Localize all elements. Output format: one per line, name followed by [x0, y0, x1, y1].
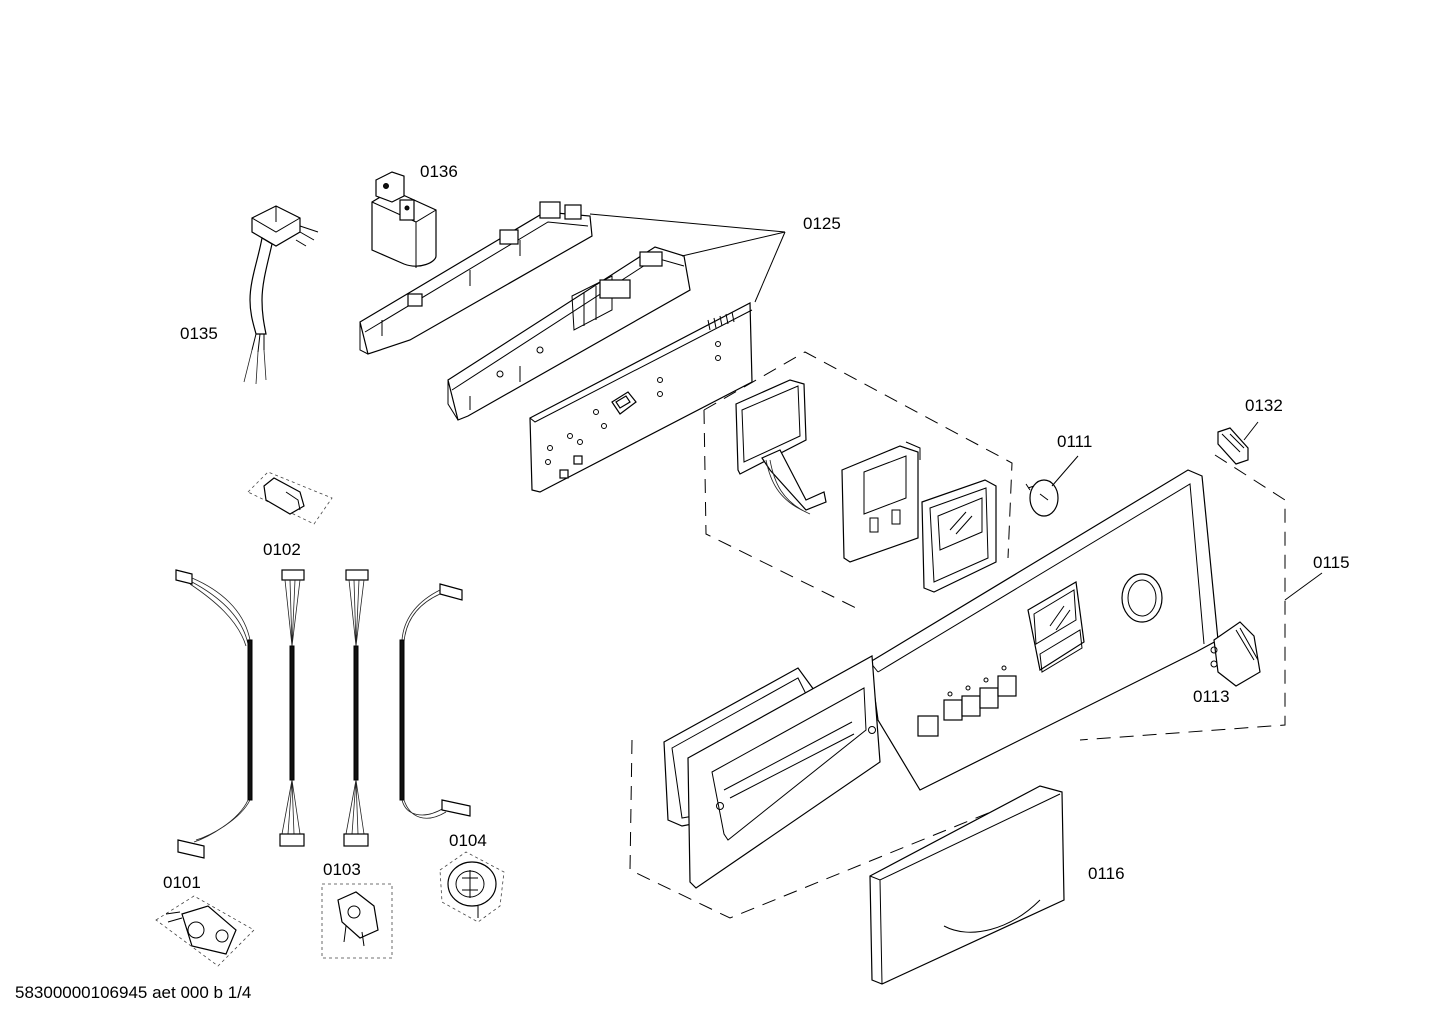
document-footer-code: 58300000106945 aet 000 b 1/4	[15, 983, 251, 1002]
part-0136-filter[interactable]	[371, 171, 437, 268]
part-0115-fascia-panel[interactable]	[869, 469, 1219, 791]
part-0102-wire-harness-3[interactable]	[343, 569, 369, 847]
part-0125-control-pcb[interactable]	[529, 302, 753, 493]
part-0125-module-rail[interactable]	[359, 201, 593, 355]
part-0104-pressure-switch[interactable]	[447, 861, 497, 918]
part-sensor-small[interactable]	[263, 477, 305, 515]
part-drawer-housing[interactable]	[687, 655, 881, 889]
fascia-group-outline	[629, 454, 1286, 919]
part-0102-wire-harness-4[interactable]	[399, 583, 471, 819]
label-0132: 0132	[1245, 396, 1283, 415]
sensor-group-outline	[247, 471, 333, 525]
label-0136: 0136	[420, 162, 458, 181]
leader-0125-a	[589, 213, 786, 233]
leader-0132	[1243, 421, 1259, 441]
label-0116: 0116	[1088, 864, 1125, 883]
part-0132-clip[interactable]	[1217, 427, 1249, 465]
leader-0111	[1051, 455, 1079, 487]
label-0101: 0101	[163, 873, 201, 892]
label-0125: 0125	[803, 214, 841, 233]
part-0104-outline	[439, 851, 505, 923]
label-0115: 0115	[1313, 553, 1350, 572]
leader-0115	[1284, 572, 1323, 601]
label-0102: 0102	[263, 540, 301, 559]
label-0113: 0113	[1193, 687, 1230, 706]
leader-0125-c	[754, 231, 786, 303]
part-display-module[interactable]	[735, 379, 827, 515]
label-0111: 0111	[1057, 432, 1092, 451]
part-0111-knob-bush[interactable]	[1025, 479, 1059, 517]
label-0104: 0104	[449, 831, 487, 850]
part-display-window[interactable]	[921, 479, 997, 593]
part-0103-valve[interactable]	[337, 891, 379, 947]
part-0102-wire-harness-1[interactable]	[175, 569, 253, 859]
label-0135: 0135	[180, 324, 218, 343]
part-0113-program-knob[interactable]	[1210, 621, 1261, 687]
part-0125-module-carrier[interactable]	[447, 246, 691, 421]
leader-0125-b	[681, 231, 786, 257]
part-0101-drain-pump[interactable]	[165, 905, 237, 955]
part-display-frame[interactable]	[841, 441, 921, 563]
part-0135-power-cord[interactable]	[243, 205, 319, 385]
part-0116-drawer-handle[interactable]	[869, 785, 1065, 985]
part-0102-wire-harness-2[interactable]	[279, 569, 305, 847]
label-0103: 0103	[323, 860, 361, 879]
display-group-outline	[703, 351, 1013, 609]
